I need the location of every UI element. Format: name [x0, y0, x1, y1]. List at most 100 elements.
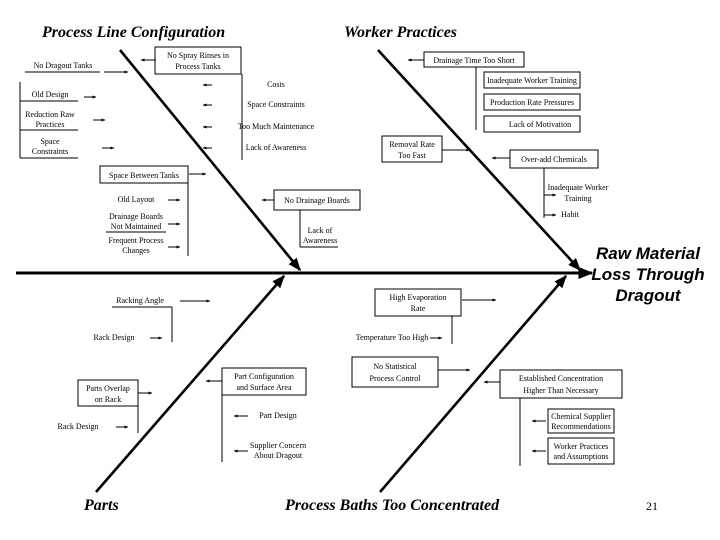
cause-label: Lack of Awareness: [246, 143, 307, 152]
cause-label: Production Rate Pressures: [490, 98, 574, 107]
cause-label-line-2: Not Maintained: [111, 222, 161, 231]
bone-parts: [95, 275, 285, 493]
cause-label-line-2: on Rack: [95, 395, 121, 404]
cause-drainage-boards-not-maintained: Drainage Boards Not Maintained: [106, 212, 181, 233]
cause-rack-design-2: Rack Design: [57, 422, 129, 431]
cause-parts-overlap-on-rack: Parts Overlap on Rack: [77, 379, 153, 407]
cause-label-line-1: Space: [40, 137, 60, 146]
cause-inadequate-worker-training-1: Inadequate Worker Training: [483, 71, 581, 89]
cause-label: Temperature Too High: [356, 333, 429, 342]
cause-drainage-time-too-short: Drainage Time Too Short: [407, 51, 525, 68]
cause-label-line-2: About Dragout: [254, 451, 303, 460]
cause-label-line-1: Lack of: [308, 226, 333, 235]
cause-box: [99, 165, 189, 184]
effect-line-3: Dragout: [615, 286, 682, 305]
cause-space-constraints-left: Space Constraints: [20, 137, 115, 159]
bone-process-line: [118, 49, 302, 272]
cause-over-add-chemicals: Over-add Chemicals: [491, 149, 599, 169]
cause-production-rate-pressures: Production Rate Pressures: [483, 93, 581, 111]
cause-label-line-1: Supplier Concern: [250, 441, 306, 450]
cause-label: Costs: [267, 80, 285, 89]
cause-label-line-1: Inadequate Worker: [548, 183, 609, 192]
cause-label-line-2: Training: [564, 194, 591, 203]
cause-old-layout: Old Layout: [118, 195, 181, 204]
cause-established-concentration: Established Concentration Higher Than Ne…: [483, 369, 623, 399]
cause-habit: Habit: [544, 210, 580, 219]
cause-lack-of-motivation: Lack of Motivation: [483, 115, 581, 133]
cause-chemical-supplier: Chemical Supplier Recommendations: [531, 408, 615, 434]
bone-worker-practices: [377, 49, 581, 271]
cause-label-line-2: Process Tanks: [175, 62, 220, 71]
effect-line-2: Loss Through: [591, 265, 704, 284]
cause-label: Space Constraints: [247, 100, 305, 109]
cause-label-line-2: Awareness: [303, 236, 337, 245]
cause-space-constraints: Space Constraints: [202, 100, 305, 109]
cause-label-line-1: Part Configuration: [234, 372, 294, 381]
cause-removal-rate-too-fast: Removal Rate Too Fast: [381, 135, 471, 163]
cause-no-statistical-process-control: No Statistical Process Control: [351, 356, 471, 388]
cause-box: [547, 408, 615, 434]
cause-label: Lack of Motivation: [509, 120, 571, 129]
cause-label-line-1: High Evaporation: [389, 293, 446, 302]
cause-label: Habit: [561, 210, 580, 219]
cause-rack-design-1: Rack Design: [93, 333, 163, 342]
cause-label: Old Design: [32, 90, 69, 99]
cause-no-spray-rinses: No Spray Rinses in Process Tanks: [154, 46, 242, 75]
cause-label-line-1: Drainage Boards: [109, 212, 163, 221]
cause-label: Space Between Tanks: [109, 171, 179, 180]
cause-label-line-2: Practices: [36, 120, 65, 129]
page-number: 21: [646, 499, 658, 513]
cause-label-line-1: Worker Practices: [554, 442, 609, 451]
cause-label: No Dragout Tanks: [34, 61, 93, 70]
cause-label-line-1: Removal Rate: [389, 140, 435, 149]
cause-label: Drainage Time Too Short: [433, 56, 515, 65]
cause-label-line-1: Reduction Raw: [25, 110, 75, 119]
cause-no-drainage-boards: No Drainage Boards: [261, 189, 361, 211]
cause-worker-practices-assumptions: Worker Practices and Assumptions: [531, 437, 615, 465]
cause-label: Over-add Chemicals: [521, 155, 587, 164]
cause-label-line-1: No Spray Rinses in: [167, 51, 229, 60]
cause-box: [154, 46, 242, 75]
cause-high-evaporation-rate: High Evaporation Rate: [374, 288, 497, 317]
cause-costs: Costs: [202, 80, 285, 89]
cause-lack-of-awareness-1: Lack of Awareness: [202, 143, 307, 152]
cause-box: [221, 367, 307, 396]
cause-label: Too Much Maintenance: [238, 122, 315, 131]
cause-label: Old Layout: [118, 195, 155, 204]
cause-label-line-1: Parts Overlap: [86, 384, 130, 393]
cause-label-line-2: Recommendations: [551, 422, 611, 431]
cause-too-much-maintenance: Too Much Maintenance: [202, 122, 315, 131]
cause-part-configuration: Part Configuration and Surface Area: [205, 367, 307, 396]
cause-box: [77, 379, 139, 407]
cause-box: [374, 288, 462, 317]
cause-reduction-raw-practices: Reduction Raw Practices: [20, 110, 106, 131]
cause-box: [483, 71, 581, 89]
category-parts: Parts: [83, 497, 119, 514]
cause-label-line-2: Higher Than Necessary: [523, 386, 598, 395]
cause-part-design: Part Design: [233, 411, 297, 420]
cause-lack-of-awareness-2: Lack of Awareness: [300, 226, 338, 248]
cause-box: [509, 149, 599, 169]
cause-old-design: Old Design: [20, 90, 97, 102]
cause-label: Part Design: [259, 411, 297, 420]
cause-label: Rack Design: [57, 422, 98, 431]
cause-label-line-1: Established Concentration: [519, 374, 603, 383]
cause-no-dragout-tanks: No Dragout Tanks: [25, 61, 129, 74]
cause-label-line-2: Changes: [122, 246, 150, 255]
cause-racking-angle: Racking Angle: [112, 296, 211, 308]
cause-label-line-2: and Assumptions: [554, 452, 609, 461]
category-process-line-configuration: Process Line Configuration: [41, 24, 225, 41]
cause-label-line-2: Constraints: [32, 147, 68, 156]
cause-box: [351, 356, 439, 388]
cause-label-line-2: Rate: [411, 304, 426, 313]
cause-label: No Drainage Boards: [284, 196, 350, 205]
effect-label: Raw Material Loss Through Dragout: [591, 244, 704, 305]
cause-temperature-too-high: Temperature Too High: [356, 333, 443, 342]
cause-space-between-tanks: Space Between Tanks: [99, 165, 207, 184]
cause-label: Inadequate Worker Training: [487, 76, 577, 85]
cause-box: [483, 93, 581, 111]
cause-box: [499, 369, 623, 399]
cause-label-line-2: Process Control: [370, 374, 422, 383]
cause-label: Rack Design: [93, 333, 134, 342]
